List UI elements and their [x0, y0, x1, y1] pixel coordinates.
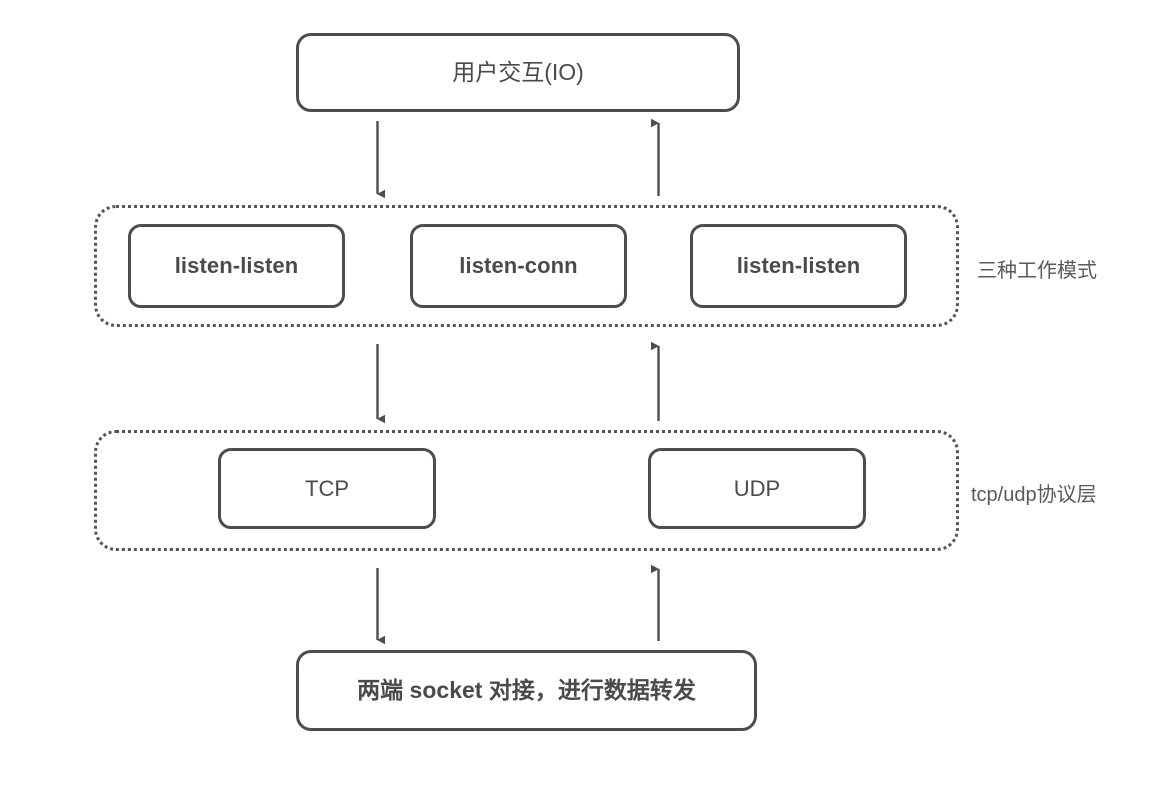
group-tcp-udp-protocol [94, 430, 959, 551]
node-mode-listen-conn[interactable]: listen-conn [410, 224, 627, 308]
node-mode-listen-conn-label: listen-conn [459, 253, 578, 279]
node-protocol-udp[interactable]: UDP [648, 448, 866, 529]
node-protocol-tcp-label: TCP [305, 475, 349, 501]
node-mode-listen-listen-1[interactable]: listen-listen [128, 224, 345, 308]
group-work-modes-label: 三种工作模式 [977, 260, 1097, 282]
node-socket-forwarding-label: 两端 socket 对接，进行数据转发 [357, 677, 696, 704]
group-work-modes [94, 205, 959, 327]
node-user-interaction-io-label: 用户交互(IO) [452, 59, 584, 86]
node-mode-listen-listen-2-label: listen-listen [736, 253, 861, 279]
node-socket-forwarding[interactable]: 两端 socket 对接，进行数据转发 [296, 650, 757, 731]
group-tcp-udp-protocol-label: tcp/udp协议层 [971, 484, 1097, 506]
node-user-interaction-io[interactable]: 用户交互(IO) [296, 33, 740, 112]
node-mode-listen-listen-2[interactable]: listen-listen [690, 224, 907, 308]
node-protocol-tcp[interactable]: TCP [218, 448, 436, 529]
node-protocol-udp-label: UDP [733, 475, 781, 501]
node-mode-listen-listen-1-label: listen-listen [174, 253, 299, 279]
